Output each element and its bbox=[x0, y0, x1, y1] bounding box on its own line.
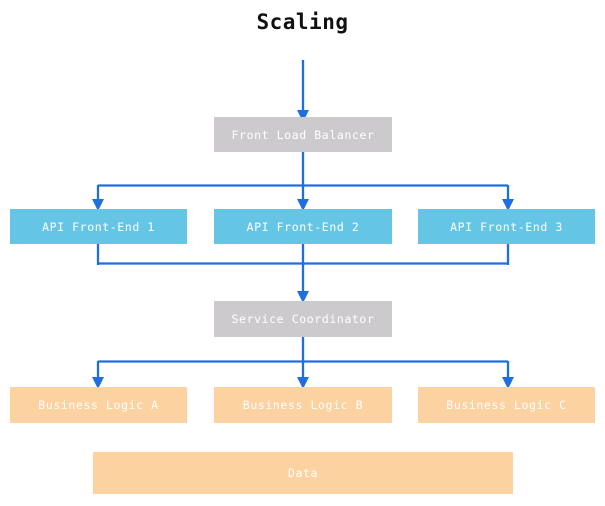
node-business-logic-c[interactable]: Business Logic C bbox=[418, 387, 595, 423]
node-service-coordinator[interactable]: Service Coordinator bbox=[214, 301, 392, 337]
node-api-front-end-3-label: API Front-End 3 bbox=[450, 219, 563, 234]
node-api-front-end-3[interactable]: API Front-End 3 bbox=[418, 209, 595, 244]
node-business-logic-b[interactable]: Business Logic B bbox=[214, 387, 392, 423]
page-title: Scaling bbox=[256, 10, 349, 34]
node-front-load-balancer-label: Front Load Balancer bbox=[231, 127, 375, 142]
node-business-logic-a[interactable]: Business Logic A bbox=[10, 387, 187, 423]
node-api-front-end-1-label: API Front-End 1 bbox=[42, 219, 155, 234]
node-business-logic-b-label: Business Logic B bbox=[242, 398, 364, 412]
node-api-front-end-2[interactable]: API Front-End 2 bbox=[214, 209, 392, 244]
node-data-label: Data bbox=[287, 466, 319, 480]
node-service-coordinator-label: Service Coordinator bbox=[231, 312, 375, 326]
node-business-logic-c-label: Business Logic C bbox=[446, 398, 567, 412]
node-data[interactable]: Data bbox=[93, 452, 513, 494]
node-business-logic-a-label: Business Logic A bbox=[38, 398, 159, 412]
node-api-front-end-2-label: API Front-End 2 bbox=[246, 219, 360, 234]
node-front-load-balancer[interactable]: Front Load Balancer bbox=[214, 117, 392, 152]
node-api-front-end-1[interactable]: API Front-End 1 bbox=[10, 209, 187, 244]
